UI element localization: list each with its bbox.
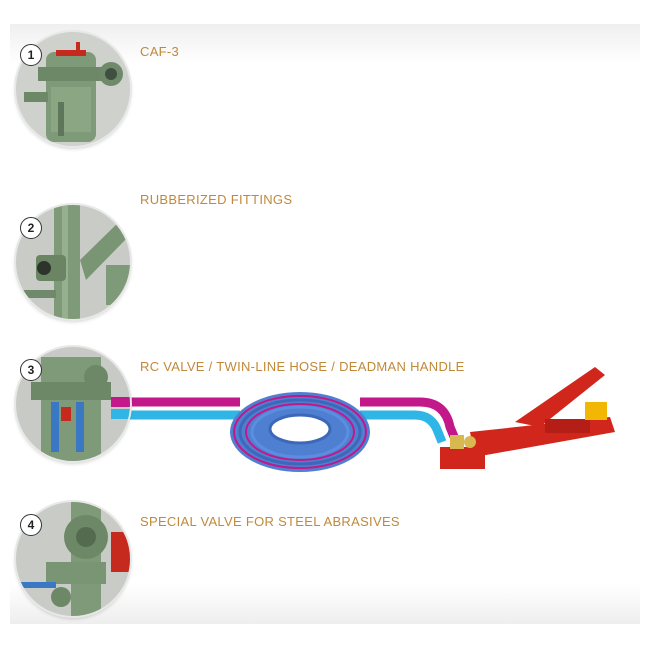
step-number-badge: 2 <box>20 217 42 239</box>
feature-title: RC VALVE / TWIN-LINE HOSE / DEADMAN HAND… <box>140 359 465 374</box>
hose-coil <box>230 392 370 472</box>
twin-line-hose-illustration <box>120 367 615 472</box>
blast-pot-filter-photo <box>16 32 130 146</box>
feature-title: CAF-3 <box>140 44 180 59</box>
feature-title: SPECIAL VALVE FOR STEEL ABRASIVES <box>140 514 400 529</box>
feature-title: RUBBERIZED FITTINGS <box>140 192 293 207</box>
feature-item-4: 4 SPECIAL VALVE FOR STEEL ABRASIVES <box>0 502 650 632</box>
steel-abrasive-valve-photo <box>16 502 130 616</box>
feature-item-1: 1 CAF-3 <box>0 32 650 162</box>
feature-item-2: 2 RUBBERIZED FITTINGS <box>0 192 650 335</box>
rc-valve-photo <box>16 347 130 461</box>
step-number-badge: 3 <box>20 359 42 381</box>
deadman-handle <box>440 367 615 469</box>
step-number-badge: 1 <box>20 44 42 66</box>
step-number-badge: 4 <box>20 514 42 536</box>
feature-item-3: 3 RC VALVE / TWIN-LINE HOSE / DEADMAN HA… <box>0 347 650 477</box>
